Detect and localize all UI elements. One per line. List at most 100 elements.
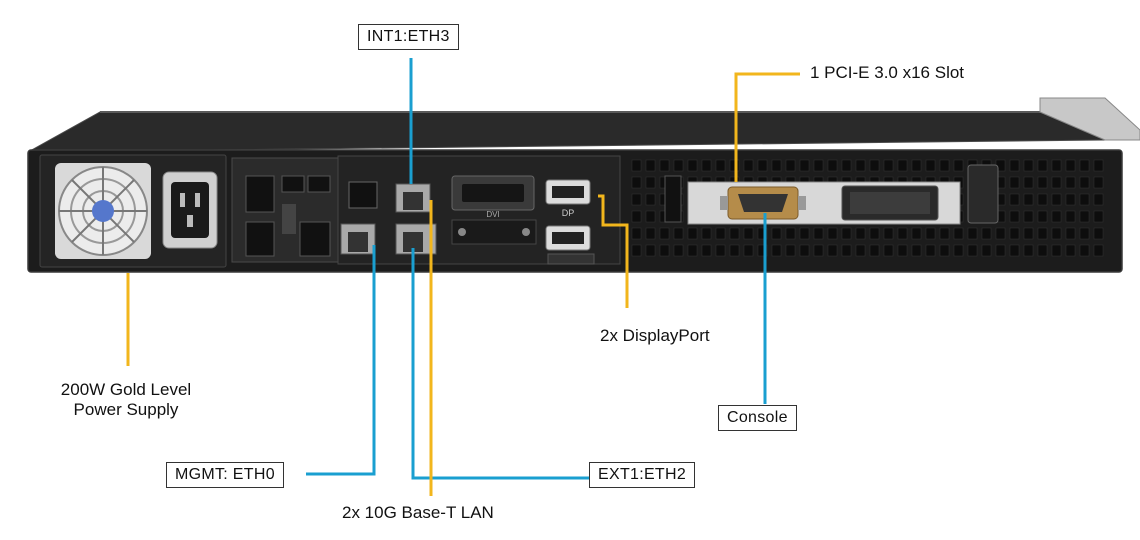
- vent-slot: [743, 244, 754, 257]
- vent-slot: [1051, 176, 1062, 189]
- vent-slot: [1079, 193, 1090, 206]
- vent-slot: [631, 244, 642, 257]
- vent-slot: [673, 227, 684, 240]
- vent-slot: [757, 227, 768, 240]
- vent-slot: [1079, 244, 1090, 257]
- vent-slot: [841, 244, 852, 257]
- vent-slot: [967, 244, 978, 257]
- vent-slot: [1079, 176, 1090, 189]
- vent-slot: [1009, 159, 1020, 172]
- vent-slot: [631, 193, 642, 206]
- vent-slot: [1065, 193, 1076, 206]
- label-mgmt: MGMT: ETH0: [166, 462, 284, 488]
- vent-slot: [1037, 244, 1048, 257]
- label-psu: 200W Gold Level Power Supply: [26, 380, 226, 420]
- vent-slot: [1023, 159, 1034, 172]
- vent-slot: [855, 159, 866, 172]
- vent-slot: [715, 227, 726, 240]
- vent-slot: [855, 244, 866, 257]
- label-console: Console: [718, 405, 797, 431]
- vent-slot: [897, 244, 908, 257]
- vent-slot: [1093, 159, 1104, 172]
- vent-slot: [757, 244, 768, 257]
- vent-slot: [1009, 193, 1020, 206]
- vent-slot: [1065, 176, 1076, 189]
- vent-slot: [1023, 193, 1034, 206]
- vent-slot: [771, 244, 782, 257]
- vent-slot: [925, 244, 936, 257]
- vent-slot: [715, 244, 726, 257]
- vent-slot: [883, 227, 894, 240]
- chassis-latch: [967, 164, 999, 224]
- vent-slot: [1009, 227, 1020, 240]
- vent-slot: [925, 227, 936, 240]
- vent-slot: [1037, 159, 1048, 172]
- vent-slot: [1009, 244, 1020, 257]
- vent-slot: [729, 227, 740, 240]
- vent-slot: [953, 159, 964, 172]
- psu-fan: [55, 163, 151, 259]
- vent-slot: [757, 159, 768, 172]
- vent-slot: [1023, 176, 1034, 189]
- rack-ear: [1039, 97, 1140, 141]
- vent-slot: [645, 244, 656, 257]
- vent-slot: [701, 227, 712, 240]
- vent-slot: [743, 159, 754, 172]
- label-pcie-slot: 1 PCI-E 3.0 x16 Slot: [810, 63, 965, 82]
- vent-slot: [897, 159, 908, 172]
- vent-slot: [1051, 210, 1062, 223]
- vent-slot: [673, 244, 684, 257]
- vent-slot: [827, 159, 838, 172]
- label-ext1: EXT1:ETH2: [589, 462, 696, 488]
- vent-slot: [687, 159, 698, 172]
- vent-slot: [981, 227, 992, 240]
- vent-slot: [869, 244, 880, 257]
- vent-slot: [645, 159, 656, 172]
- vent-slot: [925, 159, 936, 172]
- dvi-label: DVI: [486, 210, 499, 219]
- vent-slot: [673, 159, 684, 172]
- vent-slot: [813, 244, 824, 257]
- vent-slot: [687, 244, 698, 257]
- vent-slot: [645, 227, 656, 240]
- vent-slot: [813, 227, 824, 240]
- vent-slot: [869, 227, 880, 240]
- vent-slot: [1051, 227, 1062, 240]
- vent-slot: [855, 227, 866, 240]
- vent-slot: [701, 244, 712, 257]
- vent-slot: [939, 244, 950, 257]
- vent-slot: [1065, 159, 1076, 172]
- vent-slot: [827, 227, 838, 240]
- vent-slot: [1065, 210, 1076, 223]
- vent-slot: [729, 244, 740, 257]
- vent-slot: [883, 244, 894, 257]
- label-int1: INT1:ETH3: [358, 24, 459, 50]
- vent-slot: [631, 176, 642, 189]
- vent-slot: [1051, 159, 1062, 172]
- vent-slot: [659, 227, 670, 240]
- vent-slot: [911, 227, 922, 240]
- vent-slot: [1093, 193, 1104, 206]
- vent-slot: [1079, 227, 1090, 240]
- vent-slot: [1079, 159, 1090, 172]
- vent-slot: [813, 159, 824, 172]
- vent-slot: [799, 227, 810, 240]
- vent-slot: [1093, 244, 1104, 257]
- vent-slot: [1037, 210, 1048, 223]
- label-10g-lan: 2x 10G Base-T LAN: [342, 503, 494, 522]
- vent-slot: [771, 227, 782, 240]
- vent-slot: [1051, 244, 1062, 257]
- vent-slot: [1079, 210, 1090, 223]
- label-displayport: 2x DisplayPort: [600, 326, 710, 345]
- vent-slot: [939, 159, 950, 172]
- vent-slot: [897, 227, 908, 240]
- dp-label: DP: [562, 208, 575, 218]
- vent-slot: [1093, 176, 1104, 189]
- vent-slot: [701, 159, 712, 172]
- vent-slot: [799, 159, 810, 172]
- vent-slot: [1093, 227, 1104, 240]
- vent-slot: [841, 159, 852, 172]
- vent-slot: [645, 193, 656, 206]
